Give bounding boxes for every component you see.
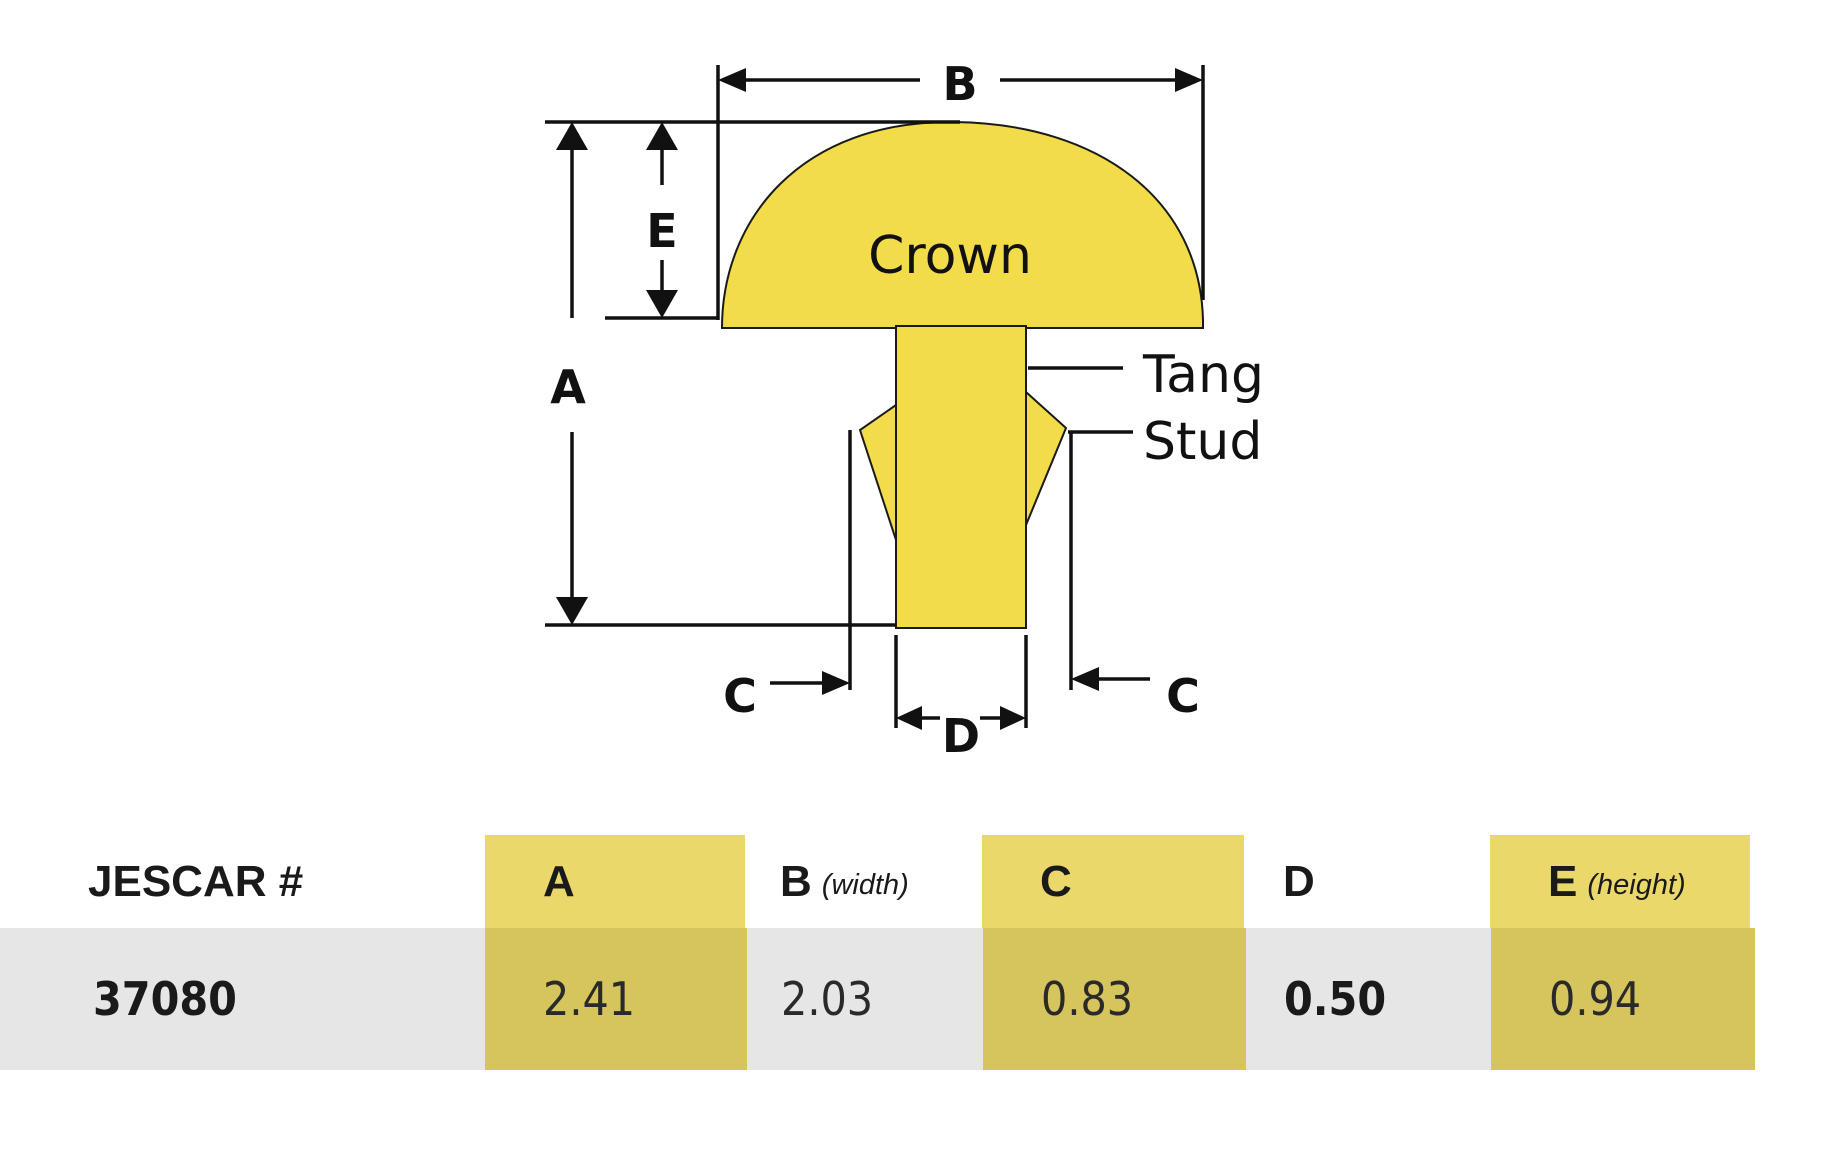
dim-label-c-right: C xyxy=(1166,669,1200,723)
dim-label-b: B xyxy=(942,57,977,111)
cell-d-value: 0.50 xyxy=(1284,972,1387,1026)
header-b: B (width) xyxy=(722,835,982,928)
header-jescar: JESCAR # xyxy=(30,835,485,928)
cell-a: 2.41 xyxy=(485,928,747,1070)
fret-wire-diagram: B A E C C D Crown Tang Stud xyxy=(545,57,1264,763)
dim-label-e: E xyxy=(646,204,677,258)
header-d-label: D xyxy=(1283,856,1315,906)
cell-b-value: 2.03 xyxy=(781,972,874,1026)
header-c: C xyxy=(982,835,1244,928)
dim-label-c-left: C xyxy=(723,669,757,723)
tang-shape xyxy=(895,325,1027,629)
dim-label-a: A xyxy=(550,360,586,414)
header-e-label: E xyxy=(1548,856,1578,906)
cell-d: 0.50 xyxy=(1226,928,1491,1070)
header-jescar-label: JESCAR # xyxy=(88,856,304,906)
dim-label-d: D xyxy=(942,709,980,763)
data-row-background xyxy=(0,928,1755,1070)
cell-jescar: 37080 xyxy=(35,928,485,1070)
stud-right-barb xyxy=(1025,389,1068,526)
cell-e-value: 0.94 xyxy=(1549,972,1642,1026)
header-a-label: A xyxy=(543,856,575,906)
header-e: E (height) xyxy=(1490,835,1750,928)
cell-c: 0.83 xyxy=(983,928,1246,1070)
header-c-label: C xyxy=(1040,856,1072,906)
header-b-label: B xyxy=(780,856,812,906)
cell-b: 2.03 xyxy=(723,928,983,1070)
header-e-sub: (height) xyxy=(1587,869,1686,901)
stud-label: Stud xyxy=(1143,412,1262,472)
stud-left-barb xyxy=(858,403,897,541)
cell-c-value: 0.83 xyxy=(1041,972,1134,1026)
header-a: A xyxy=(485,835,745,928)
header-d: D xyxy=(1225,835,1490,928)
crown-shape xyxy=(720,120,1204,329)
spec-table: JESCAR # A B(width) C D E(height) 37080 … xyxy=(0,835,1828,1075)
tang-label: Tang xyxy=(1142,345,1264,405)
header-b-sub: (width) xyxy=(821,869,909,901)
cell-a-value: 2.41 xyxy=(543,972,636,1026)
cell-jescar-value: 37080 xyxy=(93,972,237,1026)
crown-label: Crown xyxy=(868,226,1032,286)
cell-e: 0.94 xyxy=(1491,928,1755,1070)
